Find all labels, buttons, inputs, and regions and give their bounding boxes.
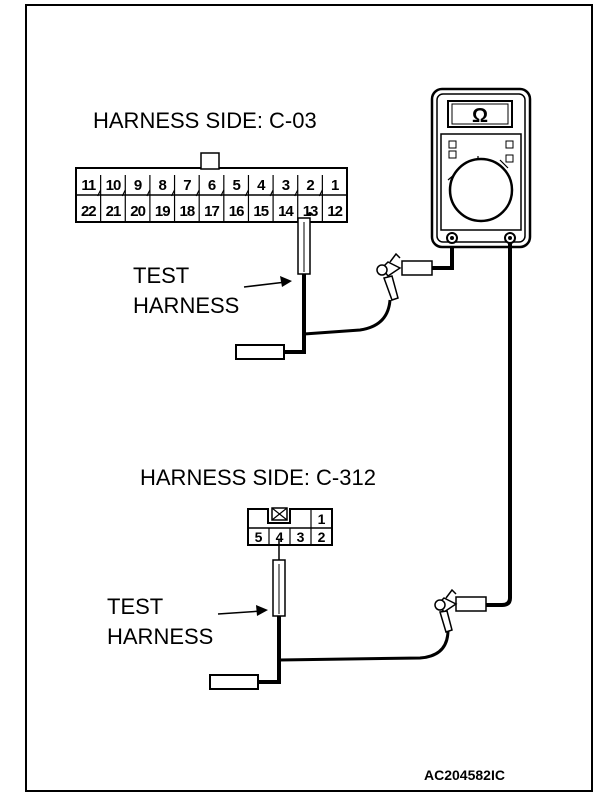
test-harness-top bbox=[235, 217, 392, 360]
pin-label: 16 bbox=[229, 203, 244, 220]
test-harness-top-label-2: HARNESS bbox=[133, 293, 239, 318]
pin-label: 18 bbox=[180, 203, 195, 220]
pin-label: 13 bbox=[303, 203, 318, 220]
pin-label: 2 bbox=[306, 177, 314, 194]
pin-label: 22 bbox=[81, 203, 96, 220]
pin-label: 3 bbox=[297, 529, 305, 545]
pin-label: 5 bbox=[255, 529, 263, 545]
probed-pin-marker bbox=[308, 212, 313, 216]
pin-label: 1 bbox=[318, 511, 326, 527]
pin-label: 14 bbox=[278, 203, 294, 220]
meter-dial bbox=[448, 157, 514, 223]
connector-key-tab bbox=[200, 152, 220, 170]
test-harness-top-label-1: TEST bbox=[133, 263, 189, 288]
pin-label: 6 bbox=[208, 177, 216, 194]
pin-label: 9 bbox=[134, 177, 142, 194]
meter-unit-symbol: Ω bbox=[472, 105, 488, 127]
pin-label: 7 bbox=[183, 177, 191, 194]
pin-label: 11 bbox=[81, 177, 96, 194]
connector-top-title: HARNESS SIDE: C-03 bbox=[93, 108, 317, 133]
alligator-clip-bottom bbox=[434, 588, 487, 633]
pin-label: 12 bbox=[327, 203, 342, 220]
figure-id: AC204582IC bbox=[424, 767, 505, 783]
pin-label: 17 bbox=[204, 203, 219, 220]
test-harness-bottom-label-2: HARNESS bbox=[107, 624, 213, 649]
connector-bottom-title: HARNESS SIDE: C-312 bbox=[140, 465, 376, 490]
pin-label: 4 bbox=[276, 529, 284, 545]
alligator-clip-top bbox=[376, 252, 433, 301]
pin-label: 5 bbox=[232, 177, 240, 194]
pin-label: 4 bbox=[257, 177, 266, 194]
lead-right bbox=[486, 243, 512, 607]
test-harness-bottom bbox=[209, 540, 450, 690]
pin-label: 19 bbox=[155, 203, 170, 220]
probe-tip-top bbox=[235, 344, 285, 360]
pin-label: 15 bbox=[253, 203, 268, 220]
cross-marker-icon bbox=[271, 507, 288, 521]
test-harness-bottom-label-1: TEST bbox=[107, 594, 163, 619]
arrow-icon bbox=[217, 605, 268, 616]
meter-display bbox=[447, 100, 513, 128]
arrow-icon bbox=[243, 276, 292, 288]
pin-label: 1 bbox=[331, 177, 339, 194]
pin-label: 20 bbox=[130, 203, 145, 220]
pin-label: 10 bbox=[106, 177, 121, 194]
figure-border bbox=[25, 4, 593, 792]
probe-tip-bottom bbox=[209, 674, 259, 690]
pin-label: 3 bbox=[282, 177, 290, 194]
pin-label: 21 bbox=[106, 203, 121, 220]
ohmmeter-icon: Ω bbox=[430, 87, 532, 249]
pin-label: 8 bbox=[159, 177, 167, 194]
pin-label: 2 bbox=[318, 529, 326, 545]
